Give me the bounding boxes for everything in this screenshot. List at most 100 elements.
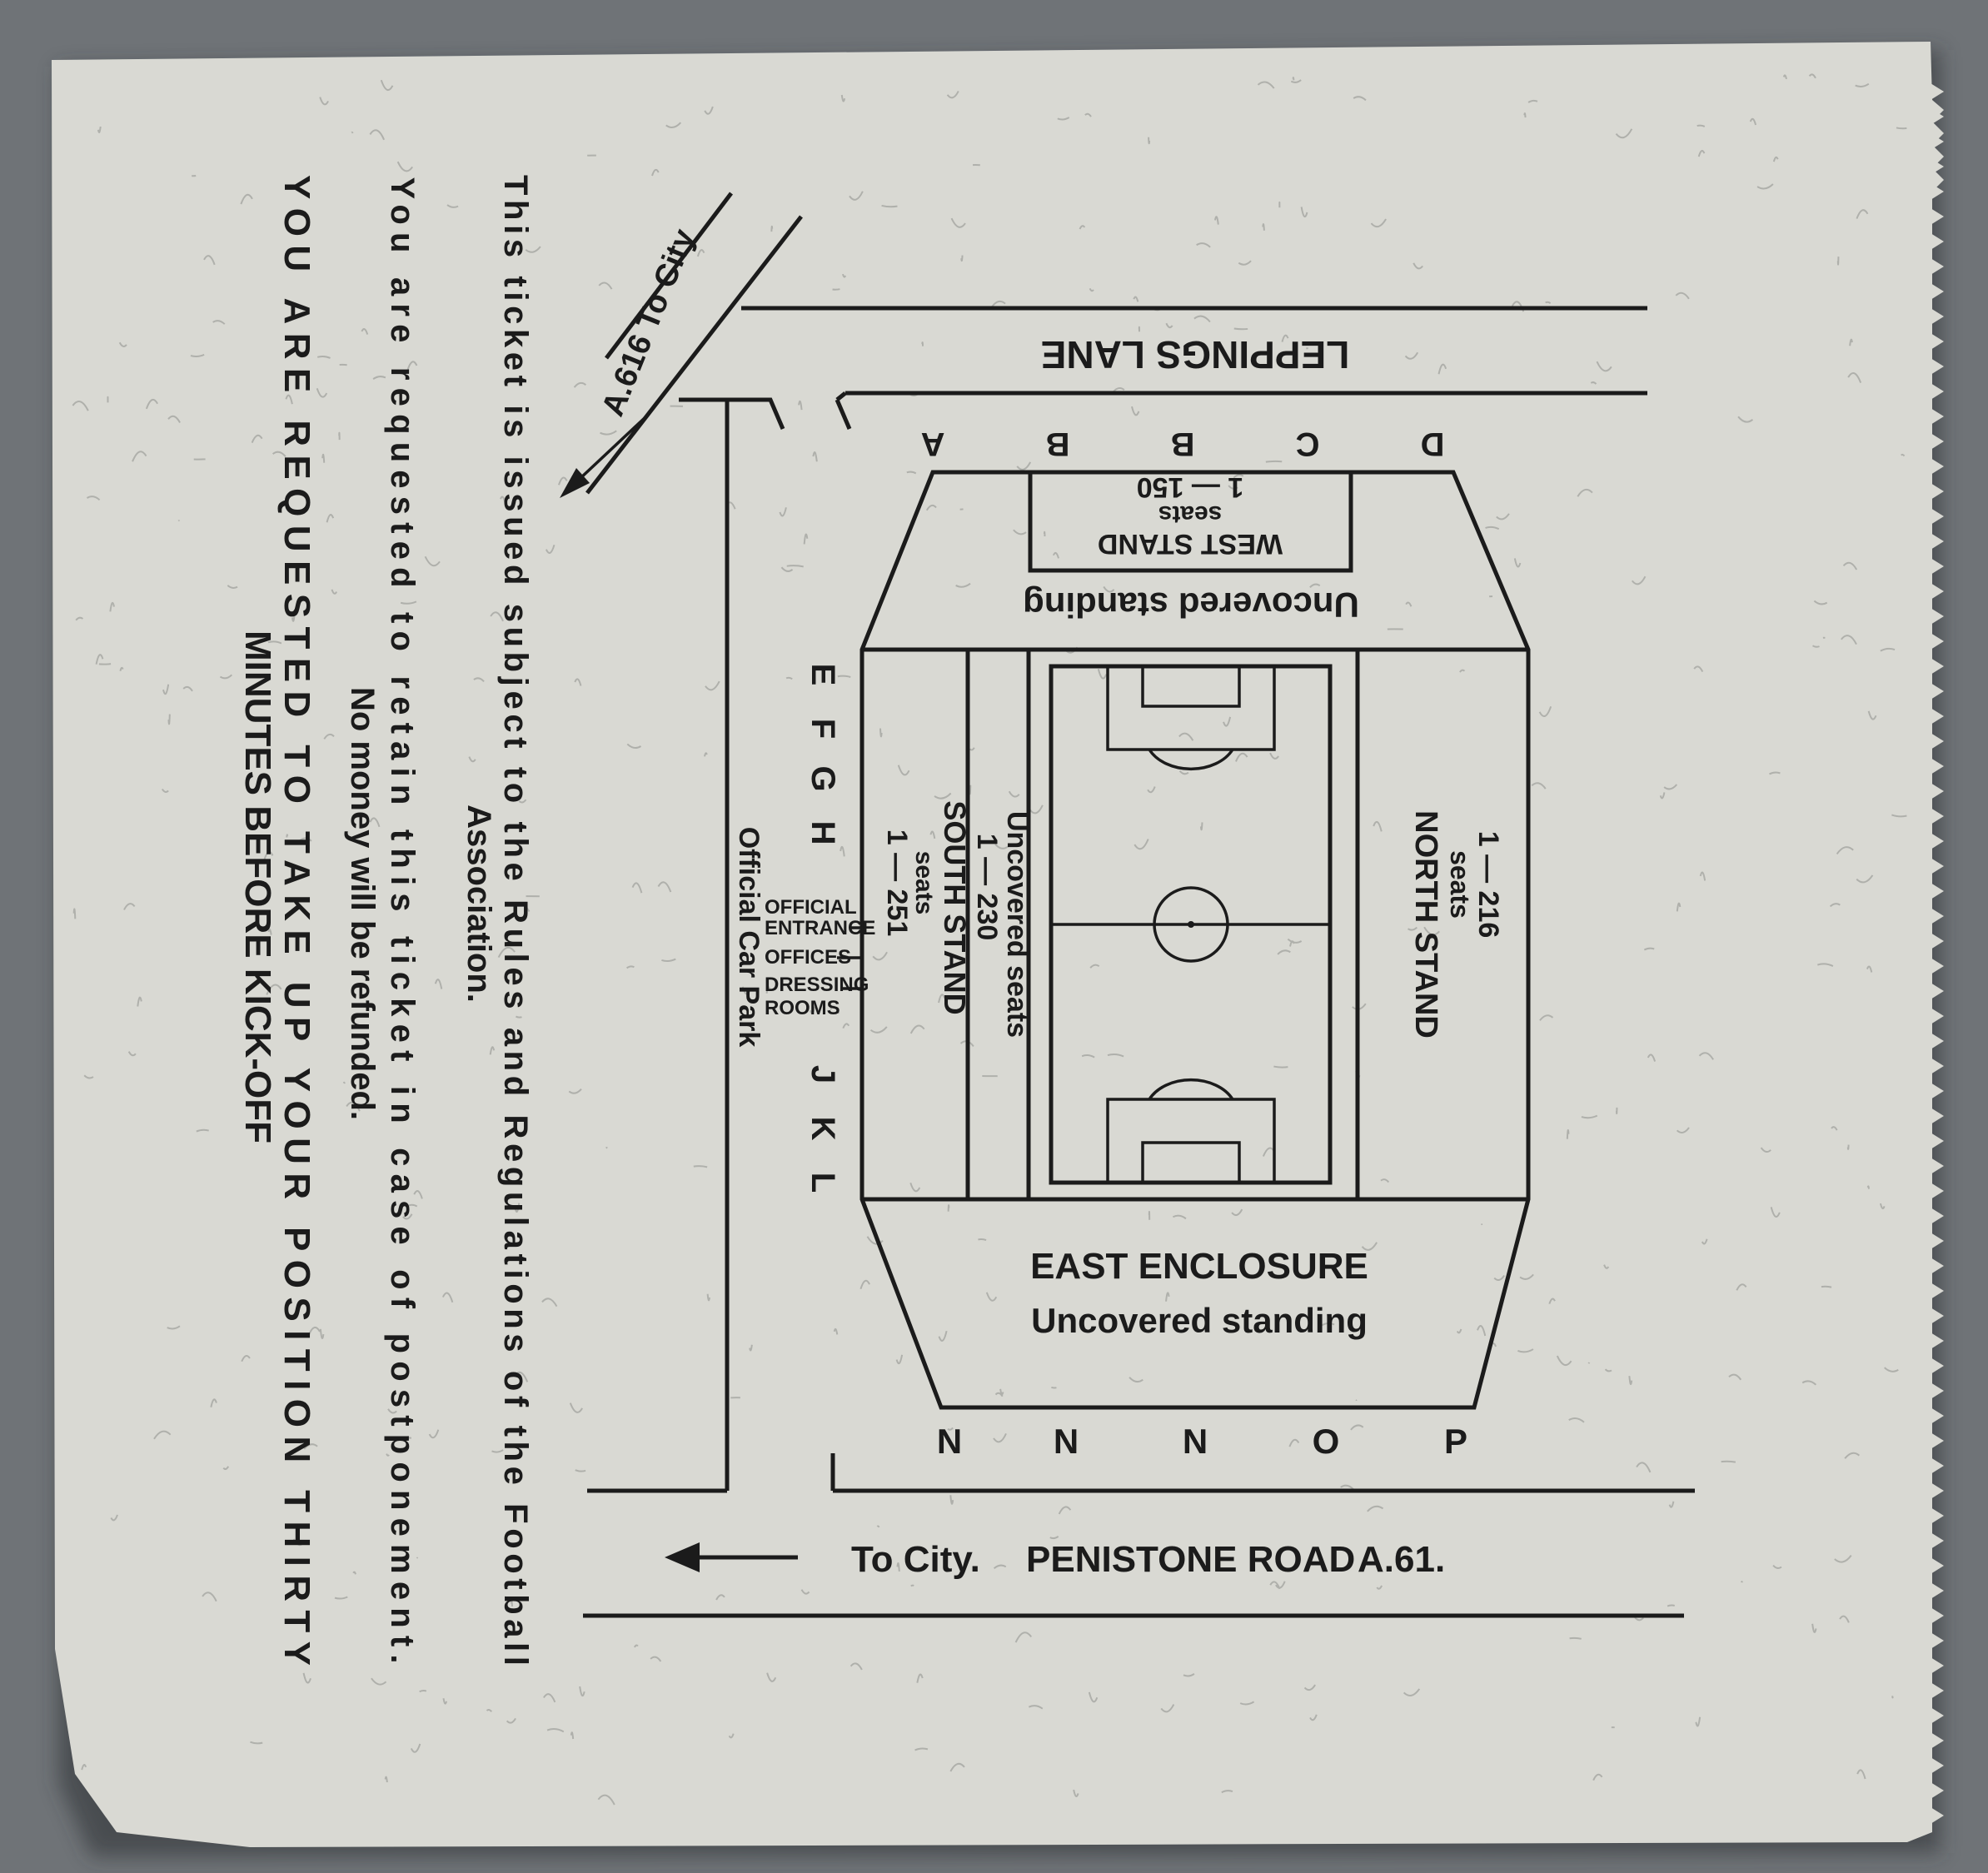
paper-fibre (1693, 665, 1704, 672)
paper-fibre (909, 1182, 921, 1193)
perforation-tooth (1931, 1757, 1944, 1774)
paper-fibre (715, 1594, 725, 1601)
paper-fibre (402, 1213, 413, 1220)
paper-fibre (1880, 647, 1896, 652)
paper-fibre (1496, 513, 1510, 521)
perforation-tooth (1931, 1008, 1944, 1024)
paper-fibre (1782, 74, 1787, 80)
paper-fibre (916, 1673, 924, 1683)
south-uncovered-label: Uncovered seats (1001, 811, 1033, 1038)
perforation-tooth (1931, 1407, 1944, 1424)
paper-fibre (323, 733, 335, 740)
perforation-tooth (1931, 458, 1944, 475)
paper-fibre (812, 451, 818, 462)
paper-fibre (569, 1402, 583, 1413)
facility-rooms: ROOMS (765, 997, 840, 1019)
paper-fibre (119, 666, 124, 671)
paper-fibre (1847, 372, 1862, 384)
paper-fibre (1129, 1377, 1143, 1383)
paper-fibre (842, 1023, 850, 1029)
paper-fibre (326, 514, 335, 523)
paper-fibre (798, 400, 803, 411)
paper-fibre (110, 1514, 118, 1522)
paper-fibre (574, 678, 582, 686)
football-pitch (1049, 664, 1333, 1185)
paper-fibre (705, 680, 720, 691)
paper-fibre (1545, 301, 1552, 305)
paper-fibre (650, 1656, 662, 1662)
paper-fibre (1817, 963, 1834, 967)
paper-fibre (1844, 1452, 1861, 1459)
paper-fibre (1527, 99, 1538, 103)
paper-fibre (869, 1026, 888, 1034)
paper-fibre (1760, 1147, 1771, 1153)
perforation-tooth (1931, 133, 1944, 150)
paper-fibre (491, 1449, 504, 1453)
paper-fibre (518, 972, 523, 979)
paper-fibre (625, 965, 635, 969)
perforation-tooth (1931, 808, 1944, 824)
paper-fibre (1856, 874, 1874, 884)
paper-fibre (1257, 81, 1275, 89)
paper-fibre (1636, 1462, 1652, 1473)
paper-fibre (914, 1747, 929, 1751)
paper-fibre (1477, 1325, 1487, 1337)
paper-fibre (978, 1238, 987, 1241)
paper-fibre (991, 300, 1006, 307)
perforation-tooth (1931, 1133, 1944, 1149)
paper-fibre (1676, 1127, 1690, 1133)
perforation-tooth (1931, 183, 1944, 200)
paper-fibre (1749, 117, 1757, 126)
gate-h: H (805, 821, 841, 845)
paper-fibre (1879, 1203, 1886, 1210)
paper-fibre (1698, 1052, 1714, 1060)
perforation-tooth (1931, 658, 1944, 675)
perforation-tooth (1931, 333, 1944, 350)
paper-fibre (1548, 1298, 1556, 1304)
paper-fibre (302, 1672, 311, 1684)
perforation-tooth (1931, 1507, 1944, 1524)
paper-fibre (167, 714, 171, 725)
paper-fibre (1290, 79, 1302, 83)
perforation-tooth (1931, 1108, 1944, 1124)
perforation-tooth (1931, 1782, 1944, 1799)
paper-fibre (267, 928, 272, 935)
paper-fibre (1288, 1438, 1300, 1447)
south-stand-label: SOUTH STAND (938, 800, 972, 1014)
paper-fibre (1193, 315, 1211, 323)
paper-fibre (292, 1538, 305, 1547)
perforation-tooth (1931, 1457, 1944, 1474)
west-terrace-label: Uncovered standing (1023, 585, 1359, 625)
paper-fibre (210, 1398, 217, 1407)
facility-dressing: DRESSING (765, 974, 869, 996)
paper-fibre (222, 1466, 230, 1471)
paper-fibre (1867, 710, 1877, 720)
paper-fibre (369, 817, 381, 828)
paper-fibre (842, 273, 847, 278)
paper-fibre (850, 1662, 863, 1671)
paper-fibre (1596, 361, 1612, 372)
perforation-tooth (1931, 958, 1944, 974)
leppings-lane-label: LEPPINGS LANE (1041, 333, 1350, 376)
conditions-line-3: You are requested to retain this ticket … (384, 177, 421, 1663)
paper-fibre (72, 908, 77, 919)
perforation-tooth (1931, 283, 1944, 300)
paper-fibre (832, 288, 840, 291)
paper-fibre (514, 903, 531, 913)
paper-fibre (227, 585, 238, 589)
west-stand-seats: seats (1158, 501, 1223, 528)
paper-fibre (515, 1015, 522, 1019)
paper-fibre (1647, 1054, 1657, 1062)
paper-fibre (1221, 1790, 1233, 1794)
paper-fibre (741, 986, 751, 995)
paper-fibre (1199, 822, 1203, 831)
perforation-tooth (1931, 1033, 1944, 1049)
perforation-tooth (1931, 1482, 1944, 1499)
paper-fibre (879, 728, 883, 738)
perforation-tooth (1931, 908, 1944, 924)
paper-fibre (321, 453, 326, 463)
paper-fibre (396, 161, 414, 172)
paper-fibre (1566, 1128, 1570, 1139)
paper-fibre (1813, 600, 1828, 605)
paper-fibre (1097, 669, 1108, 680)
